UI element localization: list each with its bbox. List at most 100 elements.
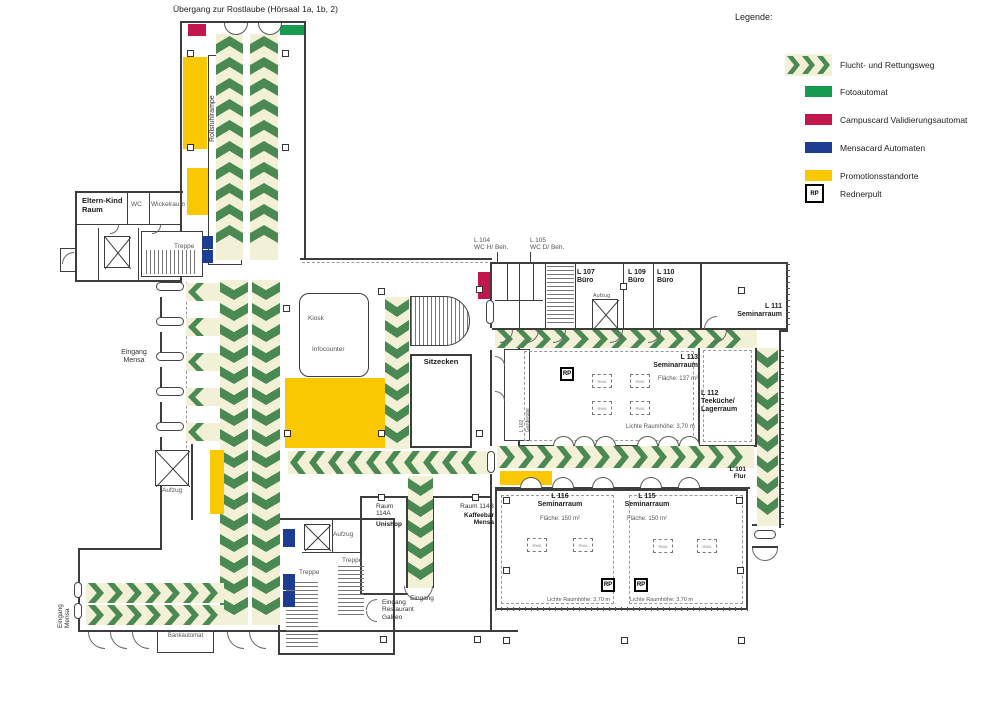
escape-route-chevron — [408, 541, 433, 559]
escape-route-lane — [408, 476, 433, 588]
label-eingang-mensa-bottom: Eingang Mensa — [57, 604, 72, 628]
escape-route-lane — [252, 280, 280, 625]
wall — [406, 496, 408, 588]
escape-route-lane — [497, 446, 754, 468]
door-arc — [366, 599, 377, 610]
escape-route-chevron — [250, 120, 278, 138]
room-label-kaffeebar: Kaffeebar Mensa — [464, 512, 494, 527]
wall — [180, 21, 182, 193]
stairs — [410, 296, 470, 346]
legend-item-fotoautomat: Fotoautomat — [785, 86, 888, 97]
wall — [302, 552, 362, 553]
label-l101-flur: L 101 Flur — [729, 466, 746, 481]
room-label-l104: L 104 WC H/ Beh. — [474, 237, 509, 252]
escape-route-chevron — [250, 162, 278, 180]
grid-marker — [474, 636, 481, 643]
room-label-treppe-top: Treppe — [174, 243, 195, 250]
escape-route-chevron — [220, 387, 248, 405]
wall — [160, 402, 162, 423]
campuscard-automat — [188, 24, 206, 36]
promotionsstandort — [187, 168, 208, 215]
wall — [75, 280, 182, 282]
wall — [519, 264, 520, 328]
mensacard-automat — [202, 250, 213, 263]
escape-route-chevron — [216, 57, 243, 75]
escape-route-lane — [186, 283, 220, 301]
door-arc — [110, 632, 127, 649]
room-label-l113-hoehe: Lichte Raumhöhe: 3,70 m — [626, 424, 695, 430]
grid-marker — [738, 637, 745, 644]
grid-marker — [476, 286, 483, 293]
room-label-raum114a: Raum 114A — [376, 503, 394, 518]
escape-route-chevron — [220, 324, 248, 342]
wall — [278, 653, 395, 655]
wall — [160, 332, 162, 353]
door-arch — [678, 477, 700, 488]
wall — [149, 193, 150, 225]
wall — [623, 264, 624, 328]
mensacard-automat — [202, 236, 213, 249]
wall — [180, 21, 306, 23]
wall — [779, 330, 781, 528]
fotoautomat-swatch — [805, 86, 832, 97]
door-arc — [88, 632, 105, 649]
door-leaf — [156, 387, 184, 396]
wall — [781, 330, 788, 332]
escape-route-chevron — [518, 446, 534, 468]
dashed-line — [186, 282, 187, 468]
wall — [160, 297, 162, 318]
escape-route-chevron — [220, 471, 248, 489]
wall — [78, 548, 162, 550]
promotionsstandort — [285, 378, 385, 448]
escape-route-chevron — [252, 492, 280, 510]
grid-marker — [621, 637, 628, 644]
escape-route-lane — [86, 605, 224, 625]
promotionsstandort — [183, 57, 207, 149]
escape-route-lane — [385, 297, 409, 449]
room-label-infocounter: Infocounter — [312, 346, 345, 353]
escape-route-chevron — [183, 605, 199, 625]
door-leaf — [486, 300, 494, 324]
escape-route-chevron — [687, 330, 703, 348]
door-leaf — [74, 582, 82, 598]
door-arc — [110, 225, 119, 234]
escape-route-chevron — [757, 392, 778, 410]
escape-route-chevron — [385, 299, 409, 317]
legend-item-escape-route: Flucht- und Rettungsweg — [785, 54, 935, 76]
room-label-treppe-left: Treppe — [299, 569, 320, 576]
escape-route-chevron — [216, 225, 243, 243]
escape-route-chevron — [126, 605, 142, 625]
wall — [332, 520, 333, 552]
fotoautomat — [280, 25, 304, 35]
grid-marker — [283, 305, 290, 312]
room-label-l107: L 107 Büro — [577, 269, 595, 285]
wall-hatching — [786, 264, 790, 328]
grid-marker — [187, 50, 194, 57]
escape-route-chevron — [145, 605, 161, 625]
escape-route-chevron — [499, 446, 515, 468]
escape-route-chevron — [250, 225, 278, 243]
wall — [492, 328, 788, 330]
room-label-rollstuhlrampe: Rollstuhlrampe — [209, 95, 216, 142]
mensacard-automat — [283, 591, 295, 607]
legend-item-label: Mensacard Automaten — [840, 142, 926, 153]
wall — [653, 264, 654, 328]
escape-route-chevron — [250, 36, 278, 54]
inner-dashed-outline — [703, 350, 752, 442]
l112-teekueche — [698, 345, 757, 447]
escape-route-chevron — [802, 56, 815, 74]
escape-route-chevron — [708, 446, 724, 468]
escape-route-chevron — [725, 330, 741, 348]
wall — [360, 593, 408, 595]
room-label-aufzug-foyer: Aufzug — [162, 487, 183, 494]
wall — [60, 271, 75, 272]
escape-route-chevron — [202, 605, 218, 625]
wall — [530, 252, 531, 264]
escape-route-chevron — [220, 345, 248, 363]
grid-marker — [282, 50, 289, 57]
wall — [432, 496, 434, 588]
room-label-l115: L 115 Seminarraum — [624, 493, 670, 509]
escape-route-chevron — [220, 303, 248, 321]
wall — [434, 496, 492, 498]
